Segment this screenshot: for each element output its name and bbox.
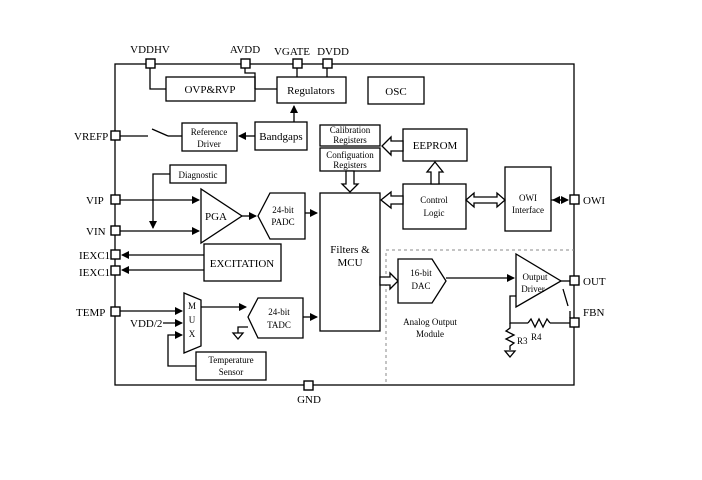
owi-interface-block bbox=[504, 166, 552, 232]
calibration-registers-label-2: Registers bbox=[333, 135, 367, 145]
pin-label-gnd: GND bbox=[297, 394, 321, 406]
pin-iexc1-b bbox=[110, 265, 121, 276]
padc-block bbox=[257, 192, 306, 240]
mux-label-u: U bbox=[189, 315, 196, 325]
tadc-label-1: 24-bit bbox=[268, 307, 290, 317]
pin-out bbox=[569, 275, 580, 286]
pin-fbn bbox=[569, 317, 580, 328]
temperature-sensor-label-2: Sensor bbox=[219, 367, 244, 377]
owi-interface-label-2: Interface bbox=[512, 205, 544, 215]
r4-resistor bbox=[527, 317, 551, 329]
pin-vip bbox=[110, 194, 121, 205]
calibration-registers-label-1: Calibration bbox=[330, 125, 371, 135]
temperature-sensor-block bbox=[195, 351, 267, 381]
eeprom-label: EEPROM bbox=[413, 140, 458, 152]
owi-interface-label-1: OWI bbox=[519, 193, 537, 203]
pin-label-vddhv: VDDHV bbox=[130, 44, 170, 56]
reference-driver-label-1: Reference bbox=[191, 127, 227, 137]
mux-block bbox=[183, 292, 202, 354]
filters-mcu-label-1: Filters & bbox=[330, 244, 370, 256]
ovp-rvp-label: OVP&RVP bbox=[184, 84, 235, 96]
pin-label-avdd: AVDD bbox=[230, 44, 260, 56]
osc-block bbox=[367, 76, 425, 105]
regulators-label: Regulators bbox=[287, 85, 335, 97]
pga-label: PGA bbox=[205, 211, 227, 223]
analog-output-module-label-2: Module bbox=[416, 329, 444, 339]
output-driver-label-2: Driver bbox=[521, 284, 545, 294]
chip-outline bbox=[114, 63, 575, 386]
bandgaps-label: Bandgaps bbox=[259, 131, 302, 143]
pin-label-fbn: FBN bbox=[583, 307, 604, 319]
analog-output-module-label-1: Analog Output bbox=[403, 317, 457, 327]
pin-label-vrefp: VREFP bbox=[74, 131, 108, 143]
excitation-block bbox=[203, 243, 282, 282]
excitation-label: EXCITATION bbox=[210, 258, 275, 270]
eeprom-to-registers-arrow bbox=[381, 135, 404, 157]
filters-mcu-label-2: MCU bbox=[337, 257, 362, 269]
pin-label-owi: OWI bbox=[583, 195, 605, 207]
pin-vrefp bbox=[110, 130, 121, 141]
pin-label-vin: VIN bbox=[86, 226, 106, 238]
eeprom-block bbox=[402, 128, 468, 162]
configuration-registers-label-2: Registers bbox=[333, 160, 367, 170]
dac-block bbox=[397, 258, 447, 304]
osc-label: OSC bbox=[385, 86, 406, 98]
r4-label: R4 bbox=[531, 332, 542, 342]
configuration-registers-label-1: Configuation bbox=[326, 150, 374, 160]
reference-driver-block bbox=[181, 122, 238, 152]
padc-label-1: 24-bit bbox=[272, 205, 294, 215]
regulators-block bbox=[276, 76, 347, 104]
r3-resistor bbox=[504, 323, 516, 350]
reference-driver-label-2: Driver bbox=[197, 139, 221, 149]
pin-iexc1-a bbox=[110, 249, 121, 260]
r3-label: R3 bbox=[517, 336, 528, 346]
output-driver-label-1: Output bbox=[522, 272, 548, 282]
pin-label-iexc1-b: IEXC1 bbox=[79, 267, 110, 279]
vrefp-switch bbox=[151, 128, 169, 137]
pin-label-out: OUT bbox=[583, 276, 606, 288]
control-logic-label-1: Control bbox=[420, 195, 448, 205]
output-driver-amplifier bbox=[515, 252, 563, 309]
dac-label-2: DAC bbox=[411, 281, 430, 291]
tadc-block bbox=[247, 297, 304, 339]
control-logic-block bbox=[402, 183, 467, 230]
fbn-switch bbox=[562, 288, 569, 307]
analog-output-region bbox=[385, 249, 574, 382]
mux-label-m: M bbox=[188, 301, 196, 311]
pin-avdd bbox=[240, 58, 251, 69]
pin-gnd bbox=[303, 380, 314, 391]
temperature-sensor-label-1: Temperature bbox=[208, 355, 253, 365]
pin-label-vip: VIP bbox=[86, 195, 104, 207]
calibration-registers-block bbox=[319, 124, 381, 147]
dac-label-1: 16-bit bbox=[410, 268, 432, 278]
pin-owi bbox=[569, 194, 580, 205]
control-logic-label-2: Logic bbox=[424, 208, 445, 218]
pin-vgate bbox=[292, 58, 303, 69]
filters-mcu-block bbox=[319, 192, 381, 332]
vdd2-label: VDD/2 bbox=[130, 318, 162, 330]
pin-temp bbox=[110, 306, 121, 317]
pin-vin bbox=[110, 225, 121, 236]
pin-dvdd bbox=[322, 58, 333, 69]
diagnostic-label: Diagnostic bbox=[179, 170, 218, 180]
pga-amplifier bbox=[200, 187, 244, 245]
tadc-label-2: TADC bbox=[267, 320, 291, 330]
mux-label-x: X bbox=[189, 329, 196, 339]
padc-label-2: PADC bbox=[271, 217, 294, 227]
pin-label-iexc1-a: IEXC1 bbox=[79, 250, 110, 262]
pin-vddhv bbox=[145, 58, 156, 69]
pin-label-temp: TEMP bbox=[76, 307, 105, 319]
pin-label-vgate: VGATE bbox=[274, 46, 310, 58]
pin-label-dvdd: DVDD bbox=[317, 46, 349, 58]
